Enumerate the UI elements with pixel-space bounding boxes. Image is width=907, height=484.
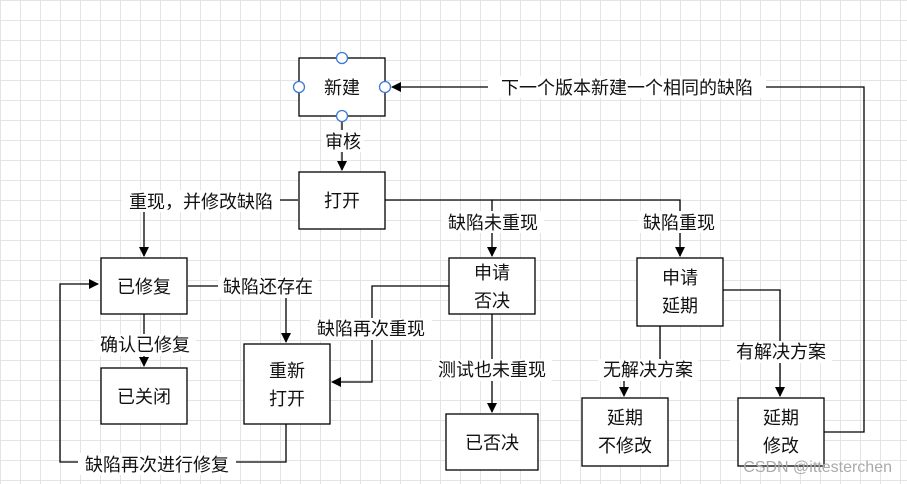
label-no-solution: 无解决方案 — [603, 360, 693, 381]
node-rejected[interactable] — [445, 413, 539, 471]
node-delay-fix[interactable] — [737, 397, 825, 467]
node-reject-request-line1: 申请 — [474, 263, 510, 284]
label-reproduced: 缺陷重现 — [643, 213, 715, 234]
node-closed-label: 已关闭 — [117, 387, 171, 408]
node-rejected-label: 已否决 — [465, 433, 519, 454]
node-delay-nofix-line1: 延期 — [607, 408, 643, 429]
node-fixed-label: 已修复 — [117, 277, 171, 298]
node-reject-request[interactable] — [448, 257, 536, 315]
node-delay-nofix[interactable] — [581, 397, 669, 467]
node-new-label: 新建 — [324, 78, 360, 99]
label-next-version: 下一个版本新建一个相同的缺陷 — [501, 78, 753, 99]
label-test-not-reproduced: 测试也未重现 — [438, 360, 546, 381]
label-reproduced-again: 缺陷再次重现 — [317, 319, 425, 340]
node-reject-request-line2: 否决 — [474, 291, 510, 312]
label-reproduce-fix: 重现，并修改缺陷 — [129, 192, 273, 213]
label-not-reproduced: 缺陷未重现 — [448, 213, 538, 234]
label-still-exists: 缺陷还存在 — [223, 277, 313, 298]
node-delay-request-line2: 延期 — [662, 296, 698, 317]
node-delay-nofix-line2: 不修改 — [598, 436, 652, 457]
node-new[interactable] — [298, 57, 386, 117]
node-reopen-line1: 重新 — [269, 361, 305, 382]
node-reopen-line2: 打开 — [269, 389, 305, 410]
node-reopen[interactable] — [243, 343, 331, 425]
watermark: CSDN @ittesterchen — [743, 459, 892, 476]
node-delay-fix-line1: 延期 — [763, 408, 799, 429]
node-closed[interactable] — [100, 367, 188, 425]
node-delay-request-line1: 申请 — [662, 268, 698, 289]
label-has-solution: 有解决方案 — [736, 342, 826, 363]
label-fix-again: 缺陷再次进行修复 — [85, 455, 229, 476]
edge-reproduced — [492, 199, 685, 257]
node-open-label: 打开 — [324, 191, 360, 212]
node-delay-fix-line2: 修改 — [763, 436, 799, 457]
node-open[interactable] — [298, 171, 386, 230]
node-fixed[interactable] — [100, 257, 188, 315]
label-confirm-fixed: 确认已修复 — [100, 335, 190, 356]
selection-handles — [292, 51, 392, 123]
edge-fix-again — [59, 279, 287, 463]
node-delay-request[interactable] — [636, 257, 724, 327]
label-review: 审核 — [325, 132, 361, 153]
